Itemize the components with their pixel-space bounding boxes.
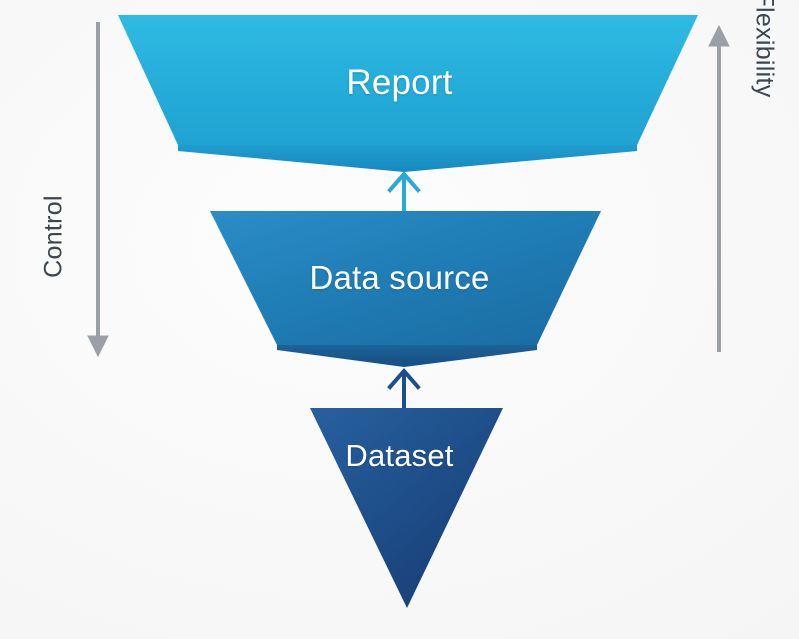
control-axis-arrow <box>87 22 109 358</box>
report-shadow-band <box>178 144 637 172</box>
arrow-data-source-to-report <box>387 170 421 213</box>
control-axis-label: Control <box>39 195 68 278</box>
data-source-shadow-band <box>277 344 537 367</box>
flexibility-axis-label: Flexibility <box>750 0 779 98</box>
funnel-stage-dataset[interactable] <box>310 408 503 608</box>
arrow-dataset-to-data-source <box>387 367 421 410</box>
flexibility-axis-arrow <box>708 24 730 352</box>
funnel-stage-report[interactable] <box>118 15 698 145</box>
funnel-stage-data-source[interactable] <box>210 211 601 345</box>
